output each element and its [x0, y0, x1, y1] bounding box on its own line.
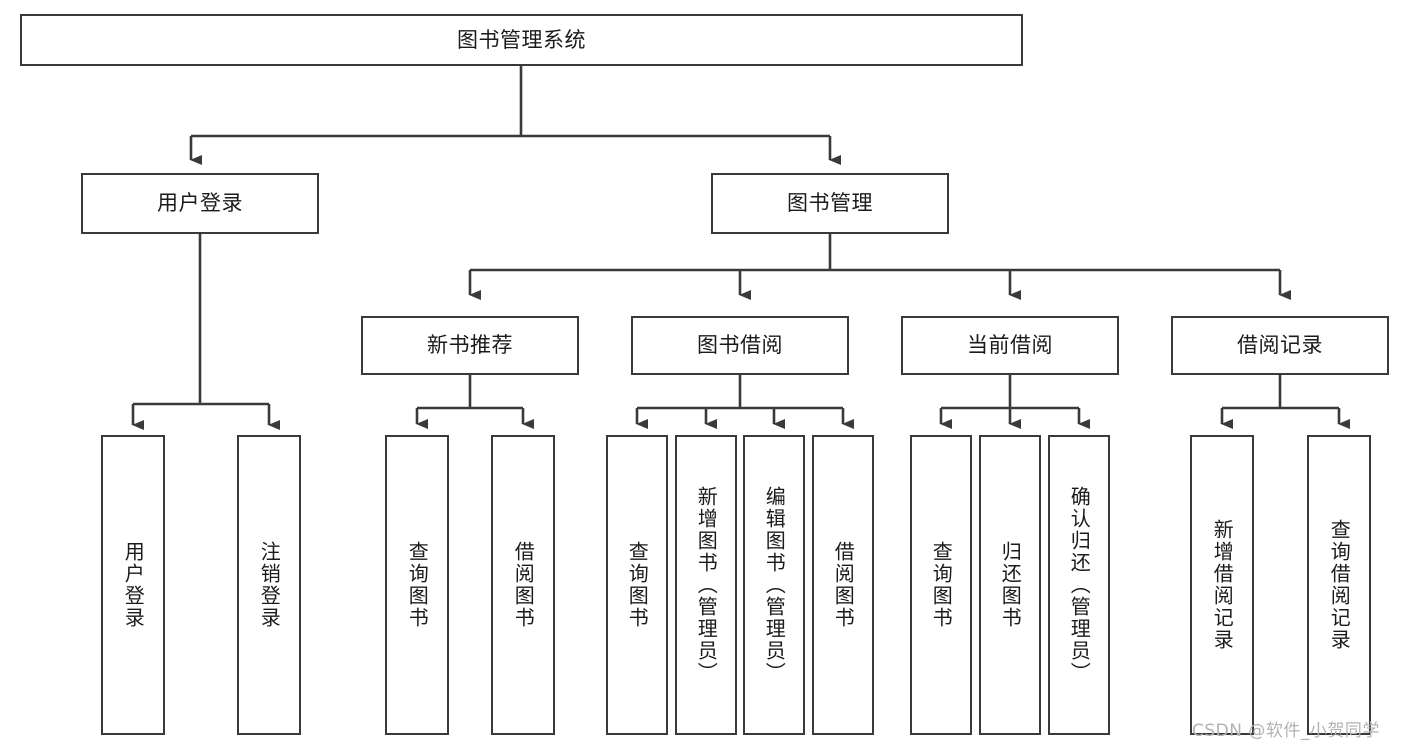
- node-leaf-query-record[interactable]: 查询借阅记录: [1307, 435, 1371, 735]
- node-new-book-recommend[interactable]: 新书推荐: [361, 316, 579, 375]
- node-leaf-borrow-book-1[interactable]: 借阅图书: [491, 435, 555, 735]
- node-user-login-label: 用户登录: [157, 191, 243, 216]
- node-book-manage-label: 图书管理: [787, 191, 873, 216]
- node-book-manage[interactable]: 图书管理: [711, 173, 949, 234]
- node-leaf-add-book-label: 新增图书（管理员）: [694, 486, 719, 684]
- node-leaf-user-login-label: 用户登录: [121, 541, 146, 629]
- node-leaf-edit-book[interactable]: 编辑图书（管理员）: [743, 435, 805, 735]
- node-leaf-add-record-label: 新增借阅记录: [1210, 519, 1235, 651]
- node-leaf-confirm-return-label: 确认归还（管理员）: [1067, 486, 1092, 684]
- node-leaf-query-book-1-label: 查询图书: [405, 541, 430, 629]
- node-book-borrow-label: 图书借阅: [697, 333, 783, 358]
- node-leaf-logout-login-label: 注销登录: [257, 541, 282, 629]
- node-leaf-borrow-book-2[interactable]: 借阅图书: [812, 435, 874, 735]
- node-book-borrow[interactable]: 图书借阅: [631, 316, 849, 375]
- node-leaf-user-login[interactable]: 用户登录: [101, 435, 165, 735]
- node-leaf-query-book-1[interactable]: 查询图书: [385, 435, 449, 735]
- node-current-borrow[interactable]: 当前借阅: [901, 316, 1119, 375]
- node-leaf-return-book[interactable]: 归还图书: [979, 435, 1041, 735]
- node-leaf-edit-book-label: 编辑图书（管理员）: [762, 486, 787, 684]
- node-leaf-query-book-3-label: 查询图书: [929, 541, 954, 629]
- node-leaf-borrow-book-1-label: 借阅图书: [511, 541, 536, 629]
- node-leaf-logout-login[interactable]: 注销登录: [237, 435, 301, 735]
- node-leaf-query-record-label: 查询借阅记录: [1327, 519, 1352, 651]
- node-current-borrow-label: 当前借阅: [967, 333, 1053, 358]
- node-root-title[interactable]: 图书管理系统: [20, 14, 1023, 66]
- node-root-title-label: 图书管理系统: [457, 27, 586, 52]
- node-leaf-return-book-label: 归还图书: [998, 541, 1023, 629]
- node-leaf-confirm-return[interactable]: 确认归还（管理员）: [1048, 435, 1110, 735]
- node-leaf-add-book[interactable]: 新增图书（管理员）: [675, 435, 737, 735]
- node-leaf-query-book-2-label: 查询图书: [625, 541, 650, 629]
- node-borrow-record-label: 借阅记录: [1237, 333, 1323, 358]
- node-leaf-query-book-3[interactable]: 查询图书: [910, 435, 972, 735]
- node-leaf-borrow-book-2-label: 借阅图书: [831, 541, 856, 629]
- node-leaf-add-record[interactable]: 新增借阅记录: [1190, 435, 1254, 735]
- node-leaf-query-book-2[interactable]: 查询图书: [606, 435, 668, 735]
- node-user-login[interactable]: 用户登录: [81, 173, 319, 234]
- node-new-book-recommend-label: 新书推荐: [427, 333, 513, 358]
- node-borrow-record[interactable]: 借阅记录: [1171, 316, 1389, 375]
